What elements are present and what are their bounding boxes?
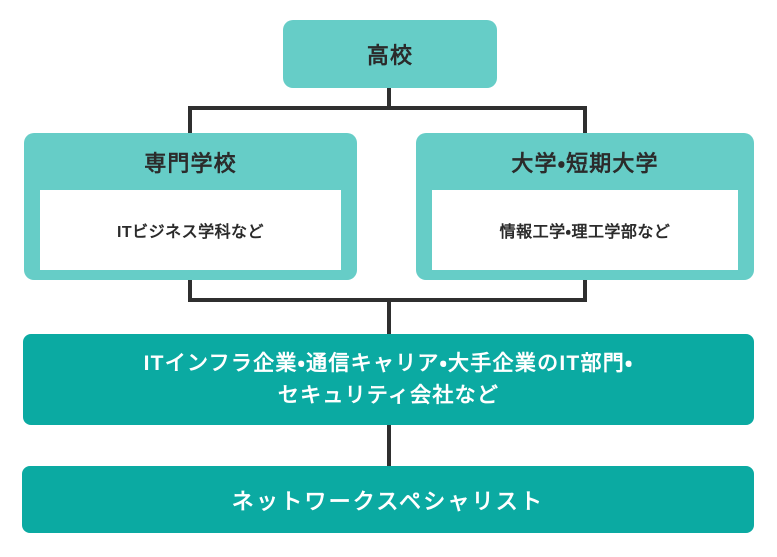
connector-merge-right	[583, 280, 587, 302]
node-university: 大学・短期大学 情報工学・理工学部など	[416, 133, 754, 280]
node-vocational-detail-label: ITビジネス学科など	[116, 224, 265, 241]
node-university-detail-box: 情報工学・理工学部など	[432, 190, 738, 270]
node-industry-label-line2: セキュリティ会社など	[277, 383, 500, 407]
connector-merge-left	[188, 280, 192, 302]
node-university-title-area: 大学・短期大学	[416, 133, 754, 190]
node-university-label: 大学・短期大学	[511, 150, 659, 176]
node-vocational-detail-box: ITビジネス学科など	[40, 190, 341, 270]
node-university-detail-label: 情報工学・理工学部など	[499, 224, 671, 241]
node-highschool-label: 高校	[366, 43, 414, 68]
node-highschool: 高校	[283, 20, 497, 88]
connector-branch-horizontal	[188, 106, 587, 110]
node-network-specialist: ネットワークスペシャリスト	[22, 466, 754, 533]
connector-merge-center-drop	[387, 300, 391, 334]
connector-highschool-down	[387, 88, 391, 108]
node-vocational-school: 専門学校 ITビジネス学科など	[24, 133, 357, 280]
node-industry-label-line1: ITインフラ企業・通信キャリア・大手企業のIT部門・	[143, 351, 634, 375]
node-industry: ITインフラ企業・通信キャリア・大手企業のIT部門・ セキュリティ会社など	[23, 334, 754, 425]
connector-branch-right-drop	[583, 106, 587, 135]
node-network-specialist-label: ネットワークスペシャリスト	[231, 488, 545, 514]
connector-branch-left-drop	[188, 106, 192, 135]
node-vocational-label: 専門学校	[144, 150, 237, 176]
node-vocational-title-area: 専門学校	[24, 133, 357, 190]
connector-industry-specialist	[387, 425, 391, 466]
